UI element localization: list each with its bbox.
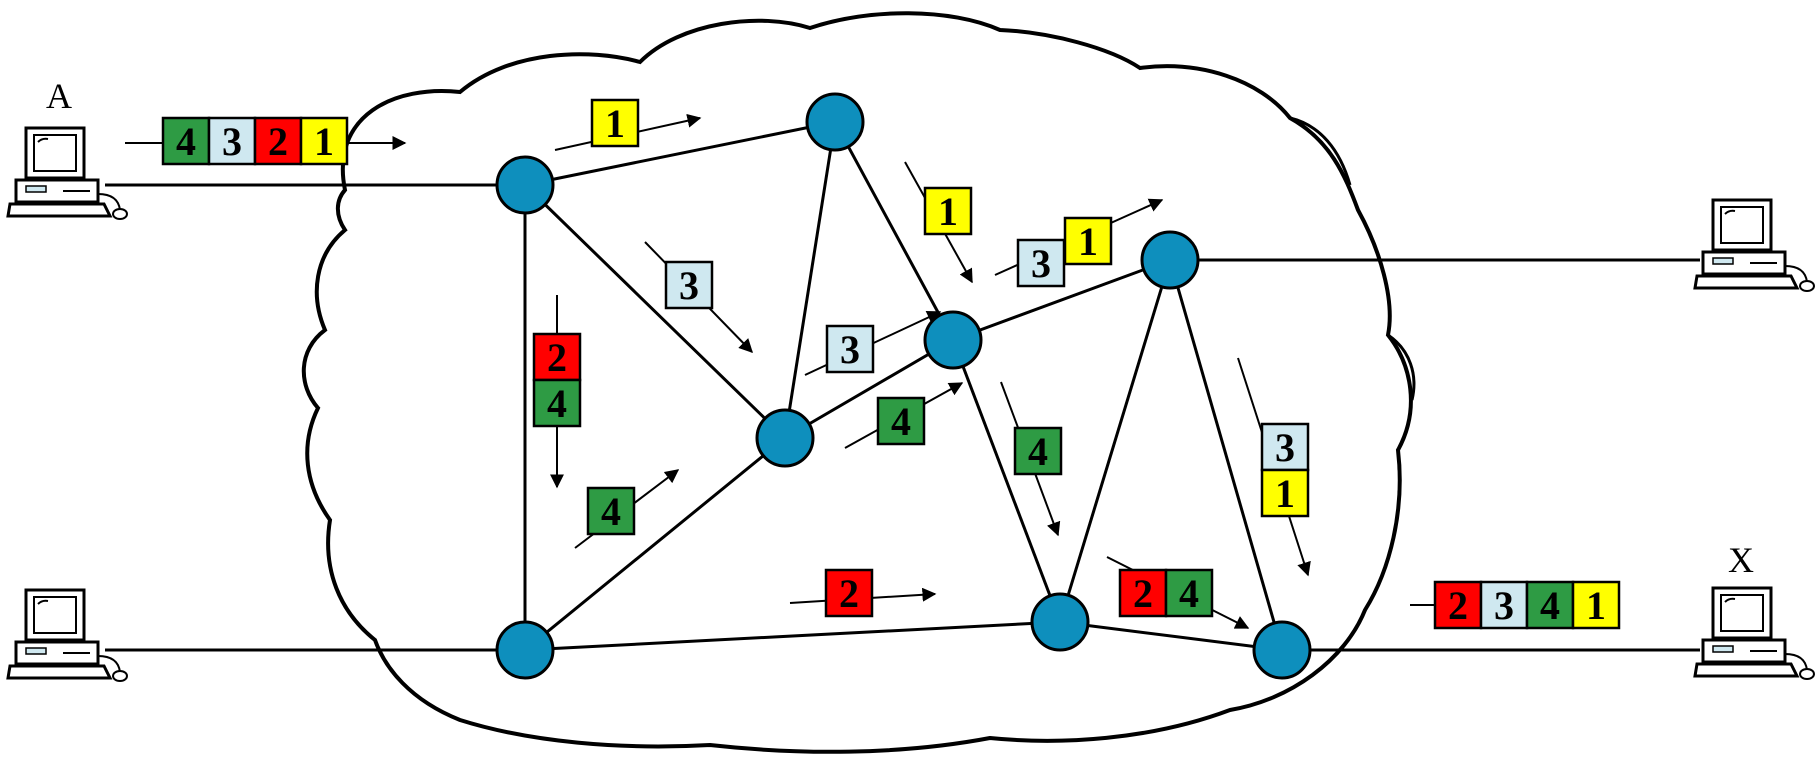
- access-links: [105, 183, 1700, 652]
- packet-label: 4: [1028, 429, 1048, 474]
- packet-2: 2: [532, 332, 582, 382]
- packet-label: 1: [1586, 583, 1606, 628]
- routers: [495, 92, 1312, 680]
- network-links: [523, 120, 1284, 652]
- packet-label: 3: [1031, 241, 1051, 286]
- packet-2: 2: [1433, 580, 1483, 630]
- packet-label: 2: [839, 571, 859, 616]
- router-node: [1252, 620, 1312, 680]
- host-right-top: [1693, 198, 1816, 293]
- packet-3: 3: [1479, 580, 1529, 630]
- packet-3: 3: [1260, 422, 1310, 472]
- router-node: [1030, 592, 1090, 652]
- packet-label: 4: [891, 399, 911, 444]
- packet-label: 2: [268, 119, 288, 164]
- host-a: A: [6, 76, 129, 221]
- packet-2: 2: [253, 116, 303, 166]
- packet-label: 3: [1275, 425, 1295, 470]
- packet-4: 4: [876, 396, 926, 446]
- network-cloud: [301, 11, 1416, 754]
- packet-label: 1: [605, 101, 625, 146]
- router-node: [495, 155, 555, 215]
- packet-2: 2: [1118, 568, 1168, 618]
- packet-1: 1: [590, 98, 640, 148]
- packet-label: 1: [314, 119, 334, 164]
- packet-1: 1: [923, 186, 973, 236]
- packet-4: 4: [1013, 426, 1063, 476]
- packet-label: 3: [840, 327, 860, 372]
- router-node: [495, 620, 555, 680]
- host-x: X: [1693, 540, 1816, 681]
- packet-4: 4: [586, 486, 636, 536]
- host-x-label: X: [1728, 540, 1754, 580]
- packet-label: 4: [1179, 571, 1199, 616]
- host-left-bottom: [6, 588, 129, 683]
- packet-label: 1: [938, 189, 958, 234]
- packet-1: 1: [1063, 216, 1113, 266]
- router-node: [1140, 230, 1200, 290]
- router-node: [805, 92, 865, 152]
- packet-label: 4: [176, 119, 196, 164]
- packet-label: 2: [1133, 571, 1153, 616]
- packet-1: 1: [1571, 580, 1621, 630]
- packet-3: 3: [207, 116, 257, 166]
- packet-3: 3: [664, 260, 714, 310]
- packet-label: 4: [1540, 583, 1560, 628]
- packet-4: 4: [1525, 580, 1575, 630]
- router-node: [923, 310, 983, 370]
- packet-label: 2: [1448, 583, 1468, 628]
- packet-label: 2: [547, 335, 567, 380]
- host-a-label: A: [46, 76, 72, 116]
- packet-3: 3: [1016, 238, 1066, 288]
- packet-4: 4: [1164, 568, 1214, 618]
- packet-4: 4: [161, 116, 211, 166]
- packet-label: 4: [547, 381, 567, 426]
- packet-label: 1: [1275, 471, 1295, 516]
- packet-4: 4: [532, 378, 582, 428]
- packet-label: 3: [1494, 583, 1514, 628]
- packet-label: 4: [601, 489, 621, 534]
- packet-label: 3: [679, 263, 699, 308]
- router-node: [755, 408, 815, 468]
- packet-1: 1: [299, 116, 349, 166]
- packet-label: 1: [1078, 219, 1098, 264]
- packet-label: 3: [222, 119, 242, 164]
- packet-2: 2: [824, 568, 874, 618]
- packet-1: 1: [1260, 468, 1310, 518]
- packet-3: 3: [825, 324, 875, 374]
